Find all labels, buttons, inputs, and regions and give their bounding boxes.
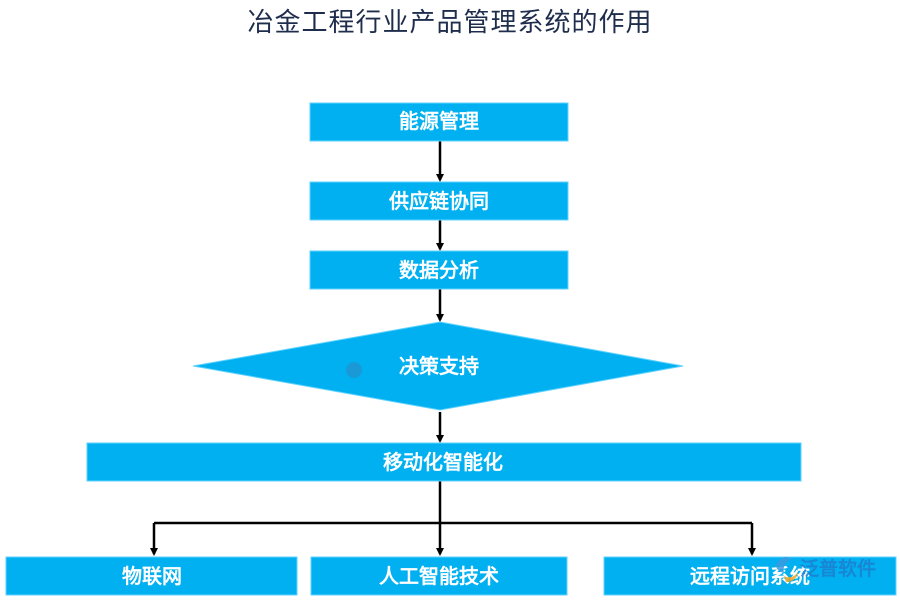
node-decision-support: 决策支持 [192, 321, 684, 411]
diamond-watermark-icon [346, 362, 362, 378]
node-mobile-intelligence-label: 移动化智能化 [383, 450, 503, 474]
diagram-title: 冶金工程行业产品管理系统的作用 [247, 8, 653, 38]
node-energy-management: 能源管理 [309, 102, 569, 142]
watermark: 泛普软件 [776, 557, 876, 582]
node-data-analysis: 数据分析 [309, 250, 569, 290]
node-iot-label: 物联网 [122, 564, 182, 588]
node-supply-chain: 供应链协同 [309, 181, 569, 221]
connectors [150, 141, 756, 556]
node-supply-chain-label: 供应链协同 [388, 189, 489, 213]
node-data-analysis-label: 数据分析 [399, 258, 479, 282]
node-energy-management-label: 能源管理 [399, 109, 479, 133]
node-decision-support-label: 决策支持 [399, 354, 479, 378]
node-remote-access-label: 远程访问系统 [690, 564, 810, 588]
node-mobile-intelligence: 移动化智能化 [86, 442, 802, 482]
node-ai-label: 人工智能技术 [379, 564, 499, 588]
node-ai: 人工智能技术 [310, 556, 568, 596]
node-iot: 物联网 [5, 556, 298, 596]
watermark-brand: 泛普软件 [800, 557, 876, 580]
fanpu-logo-icon [776, 557, 798, 582]
node-remote-access: 远程访问系统 [603, 556, 897, 596]
